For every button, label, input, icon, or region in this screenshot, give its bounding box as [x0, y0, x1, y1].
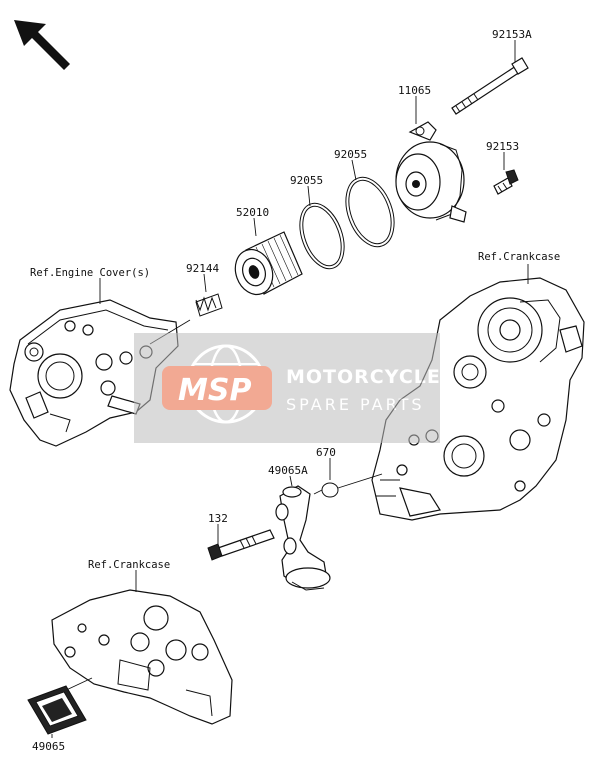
- callout-52010: 52010: [236, 206, 269, 219]
- callout-92055-outer: 92055: [334, 148, 367, 161]
- watermark-line1: MOTORCYCLE: [286, 366, 441, 388]
- callout-92153: 92153: [486, 140, 519, 153]
- watermark-logo: MSP: [178, 373, 251, 408]
- callout-92144: 92144: [186, 262, 219, 275]
- o-ring-92055-inner: [299, 202, 345, 270]
- callout-labels: 92153A 11065 92153 92055 92055 52010 921…: [30, 28, 560, 753]
- oil-filter-cover-11065: [395, 121, 467, 223]
- callout-11065: 11065: [398, 84, 431, 97]
- bolt-92153A: [451, 57, 529, 115]
- leader-lines: [51, 40, 529, 738]
- oil-filter-52010: [234, 231, 303, 296]
- oil-pipe-49065A: [275, 485, 331, 591]
- callout-92153A: 92153A: [492, 28, 532, 41]
- ref-crankcase-right: Ref.Crankcase: [478, 251, 560, 263]
- callout-670: 670: [316, 446, 336, 459]
- crankcase-ref-right: [371, 277, 585, 521]
- o-ring-92055-outer: [345, 176, 395, 248]
- ref-engine-cover: Ref.Engine Cover(s): [30, 267, 150, 279]
- watermark-logo-badge: [162, 366, 272, 410]
- bolt-92153: [493, 169, 519, 195]
- callout-49065: 49065: [32, 740, 65, 753]
- bolt-132: [207, 529, 275, 561]
- callout-92055-inner: 92055: [290, 174, 323, 187]
- gasket-49065: [27, 685, 87, 735]
- callout-132: 132: [208, 512, 228, 525]
- callout-49065A: 49065A: [268, 464, 308, 477]
- front-direction-arrow-icon: [14, 20, 70, 70]
- ref-crankcase-lower: Ref.Crankcase: [88, 559, 170, 571]
- spring-92144: [195, 293, 223, 317]
- watermark: MSP MOTORCYCLE SPARE PARTS: [134, 333, 441, 443]
- crankcase-ref-lower: [51, 589, 233, 725]
- watermark-line2: SPARE PARTS: [286, 395, 425, 414]
